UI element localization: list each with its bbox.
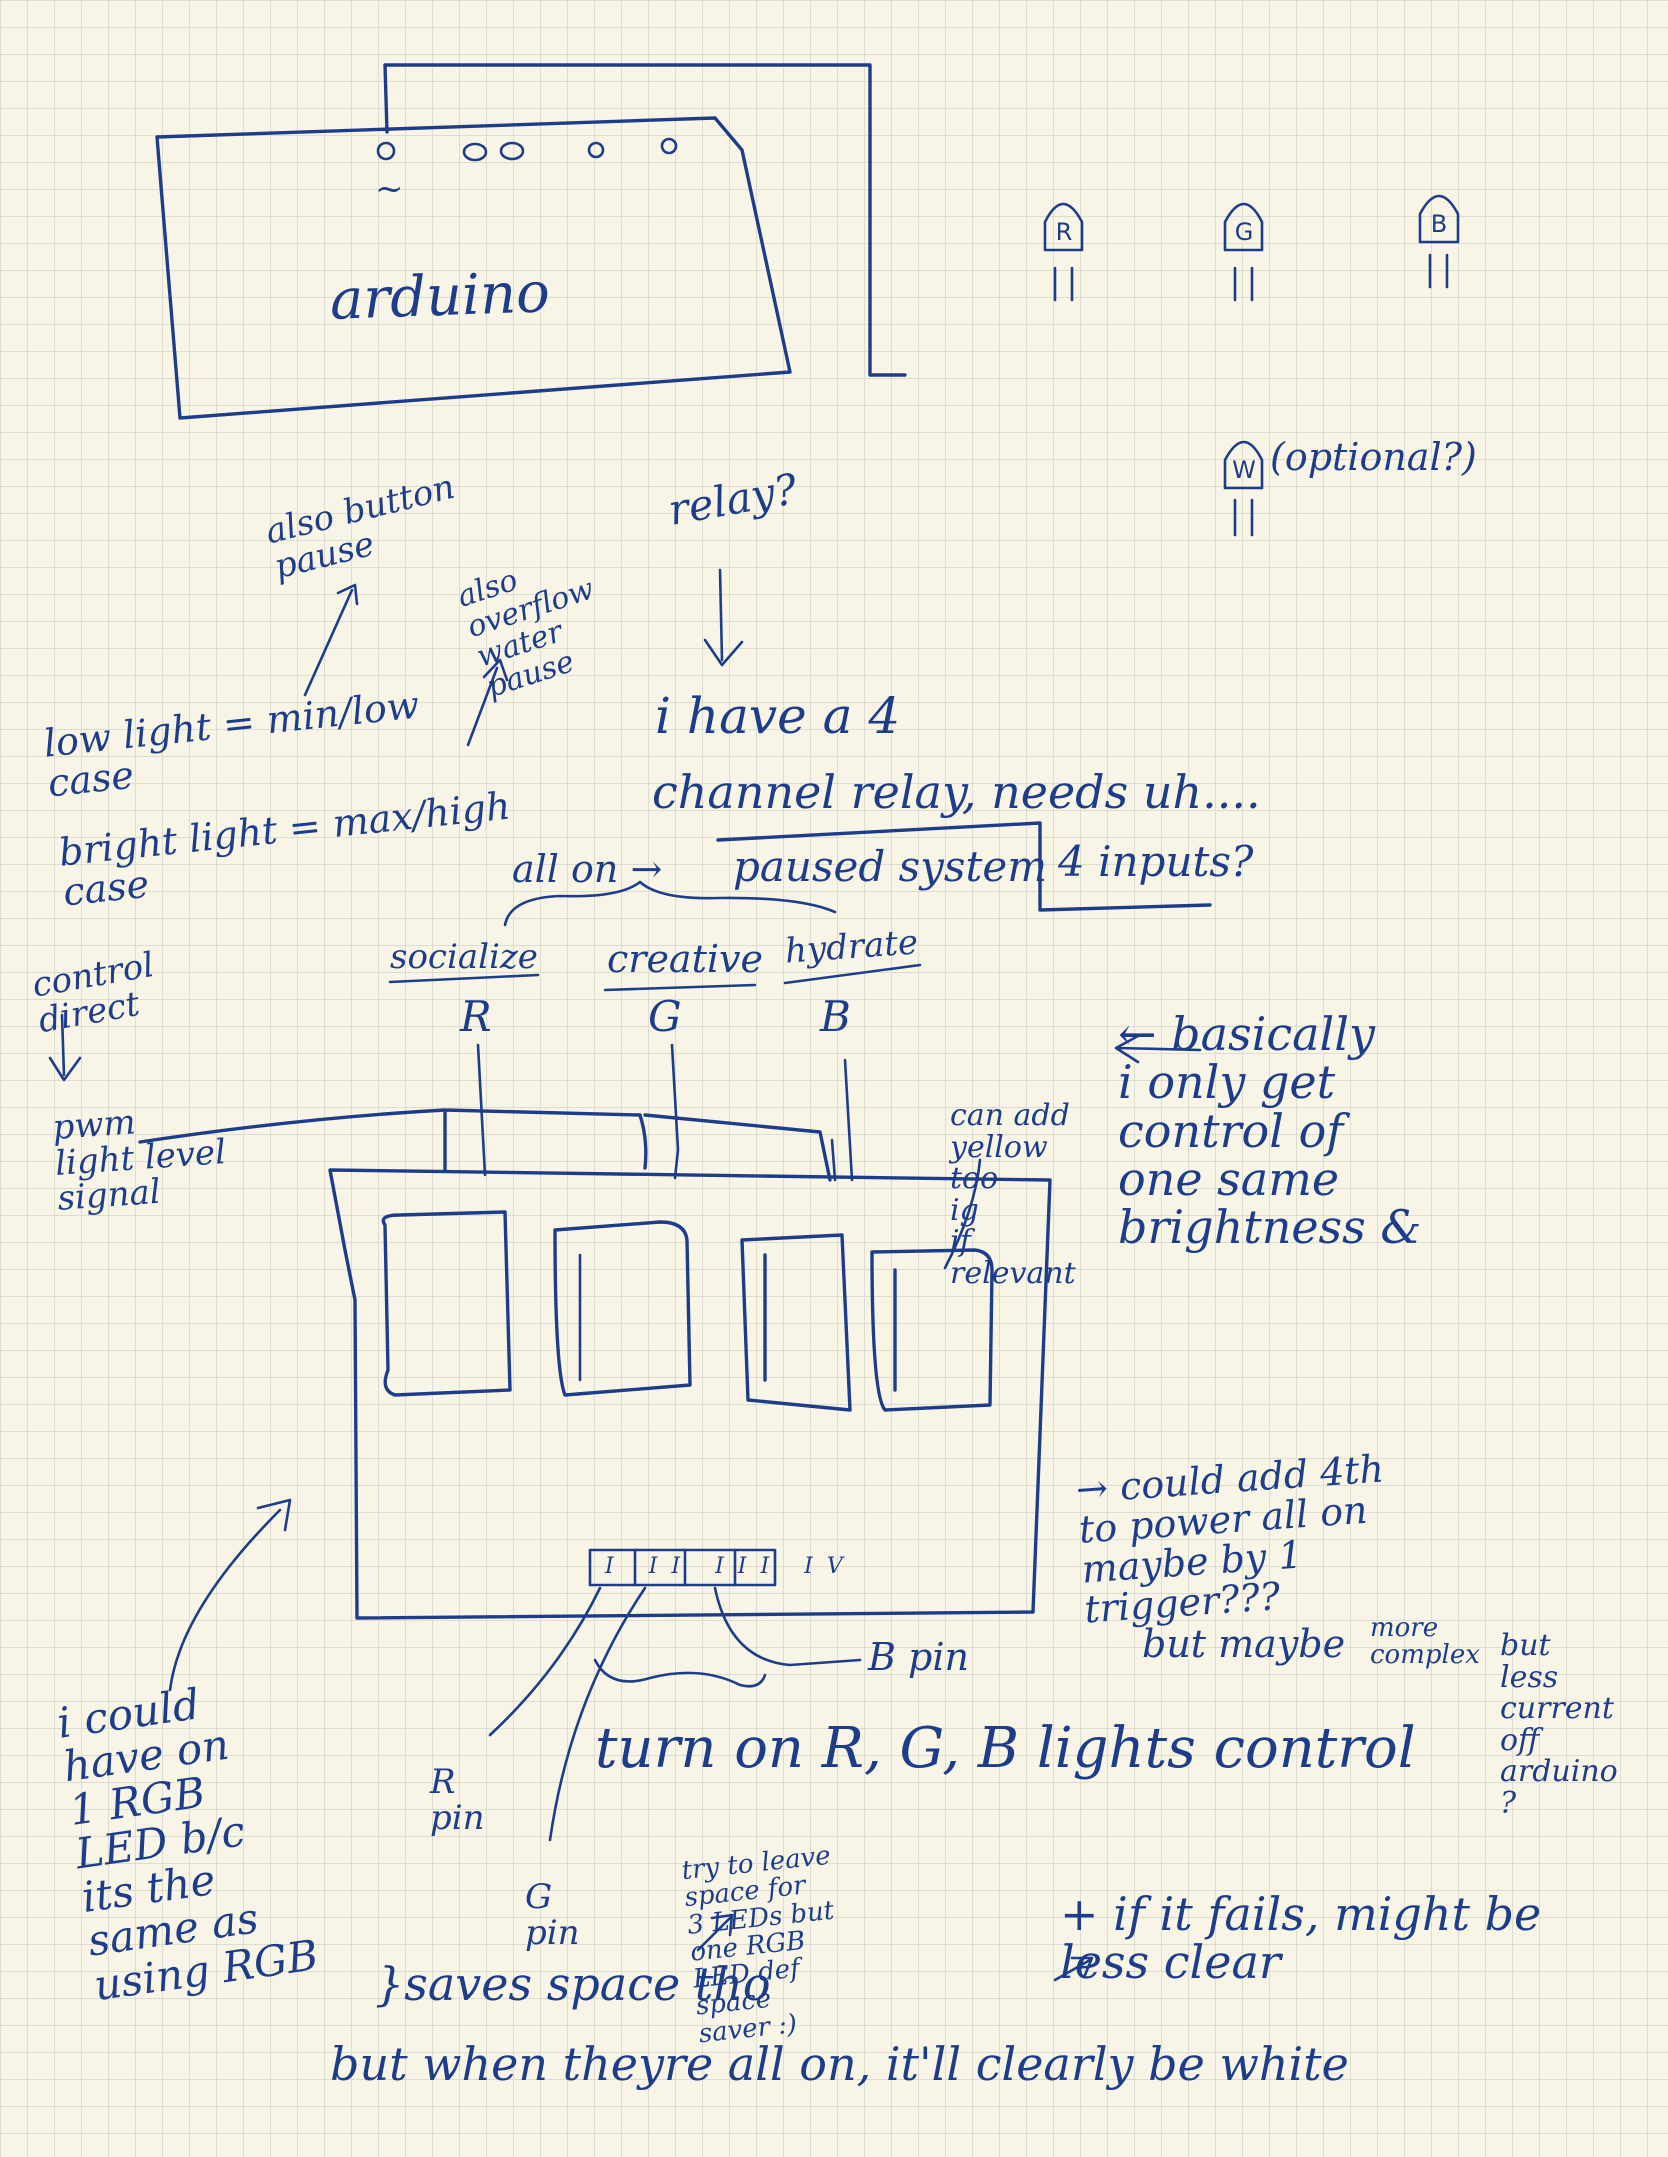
all-on-brace xyxy=(503,880,837,927)
led-red-letter: R xyxy=(1055,218,1073,246)
channel-socialize-label: socialize xyxy=(390,937,538,977)
led-white-icon xyxy=(1223,440,1264,537)
control-direct-arrow xyxy=(48,1013,82,1082)
arrow-to-button-pause xyxy=(303,583,359,697)
pin-4: IV xyxy=(804,1554,857,1579)
wire-r-pin xyxy=(488,1586,602,1737)
note-basically: ← basically i only get control of one sa… xyxy=(1118,1007,1422,1255)
relay-channel-2 xyxy=(553,1220,692,1397)
pin-3: III xyxy=(715,1554,784,1579)
arduino-pin-tilde: ~ xyxy=(375,169,404,209)
arduino-board-outline xyxy=(155,116,792,420)
led-red-icon xyxy=(1043,202,1084,302)
relay-channel-3 xyxy=(740,1233,852,1412)
pin-labels: I II III IV xyxy=(605,1555,857,1578)
wire-r xyxy=(476,1043,487,1177)
pin-header-dividers xyxy=(633,1548,737,1587)
note-paused-system: paused system xyxy=(733,842,1048,891)
pin-1: I xyxy=(605,1554,628,1579)
led-green-icon xyxy=(1223,202,1264,302)
relay-top-wire xyxy=(138,1108,832,1182)
led-white-letter: W xyxy=(1232,456,1256,484)
channel-socialize-color: R xyxy=(460,992,492,1041)
relay-channel-4 xyxy=(870,1248,994,1412)
channel-creative-color: G xyxy=(648,992,682,1041)
arrow-to-overflow-pause xyxy=(466,658,509,747)
note-turn-on: turn on R, G, B lights control xyxy=(595,1716,1416,1781)
wire-g-pin xyxy=(548,1586,647,1842)
note-could-add-4th: → could add 4th to power all on maybe by… xyxy=(1074,1446,1386,1632)
pin-2: II xyxy=(648,1554,695,1579)
channel-hydrate-color: B xyxy=(820,992,851,1041)
arrow-if-fails xyxy=(1053,1956,1094,1982)
arrow-basically xyxy=(1114,1034,1202,1064)
arrow-yellow xyxy=(943,1158,982,1270)
relay-channel-1 xyxy=(381,1210,512,1397)
arduino-header-wire xyxy=(383,63,907,377)
led-blue-letter: B xyxy=(1430,210,1448,238)
paused-system-underline xyxy=(716,821,1212,912)
arrow-bottom-left xyxy=(168,1498,292,1692)
note-saves-space: }saves space tho xyxy=(375,1957,771,2011)
note-but-less-current: but less current off arduino ? xyxy=(1500,1628,1618,1821)
pin-header xyxy=(588,1548,777,1587)
creative-underline xyxy=(603,983,757,992)
note-relay-have-2: channel relay, needs uh.... xyxy=(652,765,1261,819)
wire-b xyxy=(843,1058,854,1182)
wire-b-pin xyxy=(713,1586,862,1667)
relay-module-outline xyxy=(328,1168,1052,1620)
channel-creative-label: creative xyxy=(607,937,763,981)
note-if-fails: + if it fails, might be less clear xyxy=(1060,1887,1542,1990)
arduino-pin-holes xyxy=(376,137,678,162)
led-blue-icon xyxy=(1418,194,1460,289)
note-can-add-yellow: can add yellow too ig if relevant xyxy=(950,1098,1076,1291)
hydrate-underline xyxy=(783,963,922,985)
socialize-underline xyxy=(388,973,540,984)
channel-hydrate-label: hydrate xyxy=(783,922,920,972)
led-white-note: (optional?) xyxy=(1270,435,1477,479)
arrow-relay-down xyxy=(703,568,744,667)
note-pwm: pwm light level signal xyxy=(51,1102,228,1220)
wire-b-2 xyxy=(830,1138,837,1182)
note-but-maybe: but maybe xyxy=(1142,1622,1346,1666)
note-i-could-have: i could have on 1 RGB LED b/c its the sa… xyxy=(54,1679,322,2010)
note-b-pin: B pin xyxy=(868,1635,969,1679)
note-g-pin: G pin xyxy=(525,1877,580,1953)
note-all-on: all on → xyxy=(512,847,663,891)
note-r-pin: R pin xyxy=(430,1762,485,1838)
note-try-to-leave: try to leave space for 3 LEDs but one RG… xyxy=(680,1840,836,2050)
arrow-try-to-leave xyxy=(696,1913,734,1952)
note-relay-have-1: i have a 4 xyxy=(655,687,901,745)
note-four-inputs: 4 inputs? xyxy=(1058,837,1254,886)
note-more-complex: more complex xyxy=(1370,1613,1480,1671)
wire-g xyxy=(670,1043,680,1180)
note-but-when: but when theyre all on, it'll clearly be… xyxy=(330,2037,1349,2091)
led-green-letter: G xyxy=(1234,218,1254,246)
pin-brace xyxy=(593,1658,767,1688)
arduino-label: arduino xyxy=(328,260,551,333)
